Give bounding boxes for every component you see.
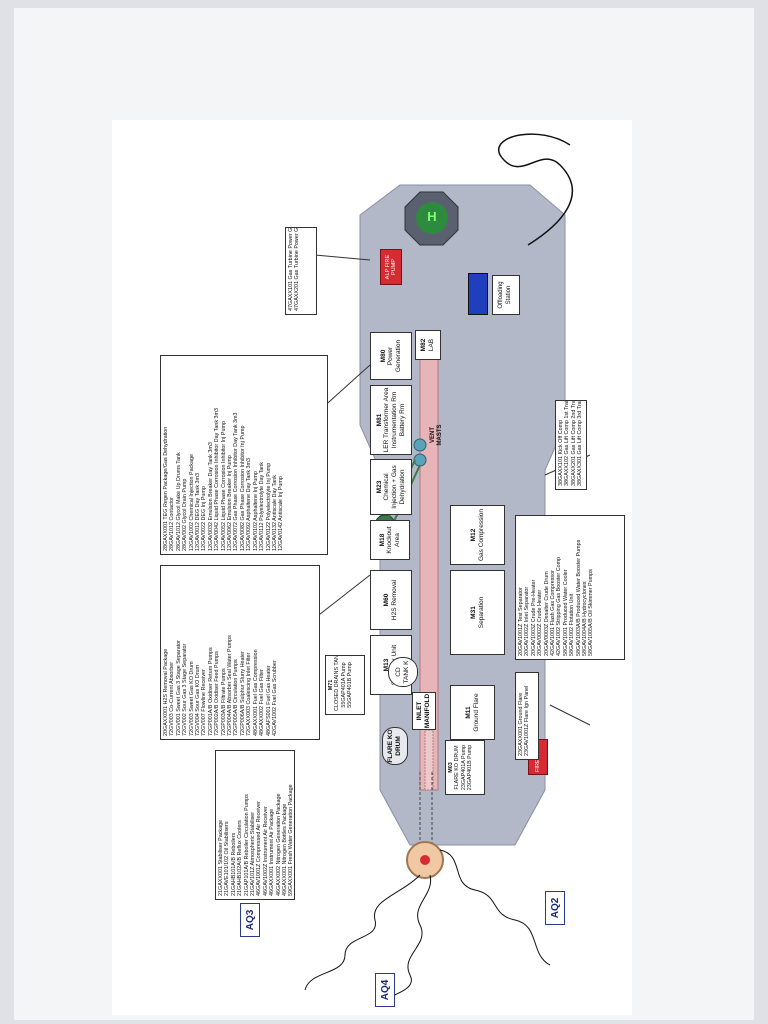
aq4-label: AQ4 xyxy=(379,979,391,1001)
list-item: 55GAP401B Pump xyxy=(347,662,354,708)
offloading-station-label: Offloading Station xyxy=(498,281,512,309)
list-item: 23GAP401B Pump xyxy=(467,744,474,791)
list-separation: 20GAV1001Z Test Separator 20GAV1002Z Inl… xyxy=(515,515,625,660)
inlet-manifold-label: INLET MANIFOLD xyxy=(416,693,431,729)
list-gas-turbine: 47GAXX101 Gas Turbine Power Gen 47GAXX20… xyxy=(285,227,317,315)
offloading-hose xyxy=(497,133,573,246)
module-m23: M23 Chemical Injection + Gas Dehydration xyxy=(370,459,412,515)
aq3-callout: AQ3 xyxy=(240,903,260,937)
alp-fire-pump-label: ALP FIRE PUMP xyxy=(384,254,398,280)
module-m82-name: LAB xyxy=(428,338,435,352)
platform-layout-diagram: H Offloading Station ALP FIRE PUMP FIRE … xyxy=(120,120,640,1015)
helideck-label: H xyxy=(427,209,437,224)
aq2-leader xyxy=(439,849,551,966)
list-power-gen: 28GAXX001 TEG Regen Package/Gas Dehydrat… xyxy=(160,355,328,555)
module-m80: M80 Power Generation xyxy=(370,332,412,380)
aq2-label: AQ2 xyxy=(549,897,561,919)
module-m11: M11 Ground Flare xyxy=(450,685,495,740)
module-m82: M82 LAB xyxy=(415,330,441,360)
aq4-callout: AQ4 xyxy=(375,973,395,1007)
module-m11-code: M11 xyxy=(464,706,472,719)
inlet-manifold: INLET MANIFOLD xyxy=(412,692,436,730)
module-m60-code: M60 xyxy=(383,593,391,607)
list-compression: 38GAXX101 Kick Off Comp 38GAXX102 Gas Li… xyxy=(555,400,587,490)
module-m31-code: M31 xyxy=(469,606,477,619)
offloading-station-box: Offloading Station xyxy=(492,275,520,315)
list-closed-drains: M71 CLOSED DRAINS TANK 55GAP401A Pump 55… xyxy=(325,655,365,715)
offloading-station-marker xyxy=(468,273,488,315)
module-m12-name: Gas Compression xyxy=(477,508,485,562)
list-h2s-removal: 20GAXX001 H2S Removal Package 72GV003 Co… xyxy=(160,565,320,740)
pipe-rack-extension xyxy=(424,729,434,791)
list-item: 12GAV0142 Antiscale Inj Pump xyxy=(278,476,285,551)
module-m81-code: M81 xyxy=(375,413,383,427)
module-m82-code: M82 xyxy=(420,338,428,352)
list-flare-ko: M03 FLARE KO DRUM 23GAP401A Pump 23GAP40… xyxy=(445,740,485,795)
list-item: 59GAXX001 Fresh Water Generation Package xyxy=(288,784,295,896)
module-m12-code: M12 xyxy=(469,528,477,542)
module-m60: M60 H2S Removal xyxy=(370,570,412,630)
flare-ko-drum-label: FLARE KO DRUM xyxy=(387,729,402,763)
alp-fire-pump-tag: ALP FIRE PUMP xyxy=(380,249,402,285)
module-m23-name: Chemical Injection + Gas Dehydration xyxy=(383,465,406,509)
list-item: 58GAV1005A/B Oil Skimmer Pumps xyxy=(588,569,595,656)
aq3-label: AQ3 xyxy=(244,909,256,931)
cd-tank-label: CD TANK K xyxy=(395,660,410,684)
module-m80-name: Power Generation xyxy=(387,339,402,373)
vent-masts-label: VENT MASTS xyxy=(430,424,443,446)
module-m18: M18 Knockout Area xyxy=(370,520,410,560)
module-m23-code: M23 xyxy=(375,480,383,494)
list-item: 23GAV1001Z Flare Ign Panel xyxy=(524,685,531,756)
module-m11-name: Ground Flare xyxy=(472,693,480,732)
list-stabiliser: 21GAXX001 Stabiliser Package 21GAVE101/1… xyxy=(215,750,295,900)
module-m03-name: FLARE KO DRUM xyxy=(454,745,461,790)
module-m71-name: CLOSED DRAINS TANK xyxy=(334,655,341,711)
module-m31-name: Separation xyxy=(477,596,485,629)
module-m31: M31 Separation xyxy=(450,570,505,655)
list-item: 47GAXX201 Gas Turbine Power Gen xyxy=(294,227,301,311)
helideck-pad xyxy=(416,202,448,234)
module-m18-code: M18 xyxy=(378,533,386,547)
module-m60-name: H2S Removal xyxy=(391,579,398,621)
list-item: 38GAXX102 Gas Lift Comp 1st Train xyxy=(564,400,571,486)
cd-tank: CD TANK K xyxy=(388,657,418,687)
module-m12: M12 Gas Compression xyxy=(450,505,505,565)
module-m81: M81 LER Transformer Area Instrumentation… xyxy=(370,385,412,455)
flare-ko-drum: FLARE KO DRUM xyxy=(382,727,408,765)
aq2-callout: AQ2 xyxy=(545,891,565,925)
vent-mast-2 xyxy=(413,453,427,467)
aq3-leader xyxy=(304,874,421,991)
module-m80-code: M80 xyxy=(379,349,387,363)
aq4-leader xyxy=(384,874,432,1001)
list-item: 38GAXX301 Gas Lift Comp 3rd Train xyxy=(577,400,584,486)
vent-mast-1 xyxy=(413,438,427,452)
module-m18-name: Knockout Area xyxy=(386,526,401,554)
module-m81-name: LER Transformer Area Instrumentation Rm … xyxy=(383,387,406,453)
list-item: 42GAV1002 Fuel Gas Scrubber xyxy=(271,660,278,736)
list-ground-flare: 23GAXX001 Ground Flare 23GAV1001Z Flare … xyxy=(515,672,539,760)
